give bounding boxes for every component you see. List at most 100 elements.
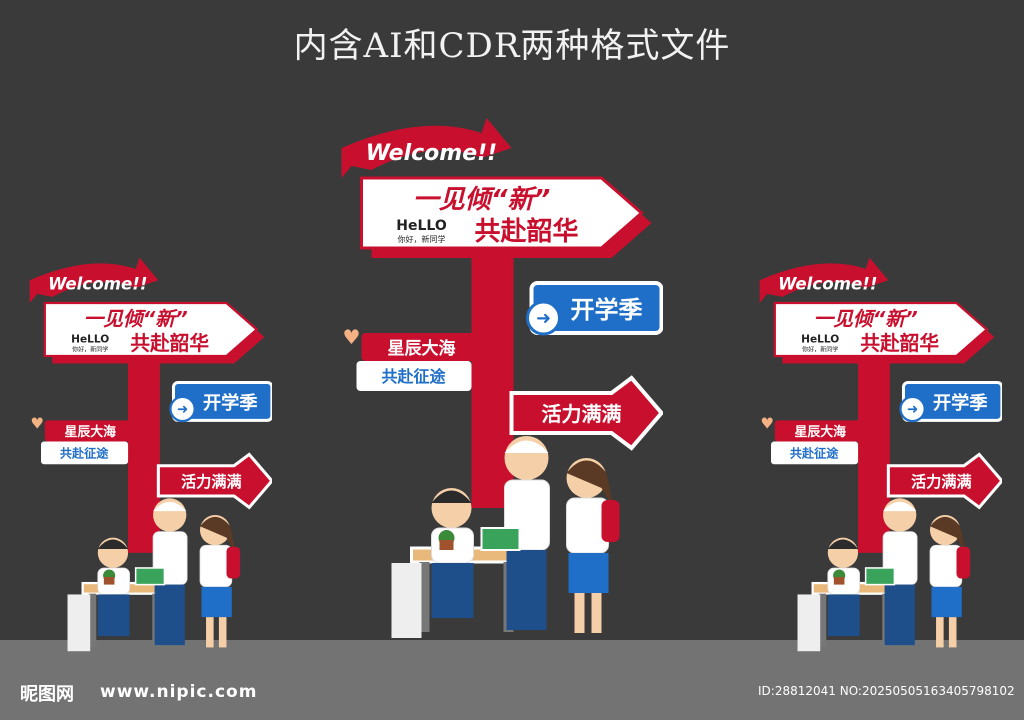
main-slogan-line2: 共赴韶华 bbox=[860, 332, 939, 355]
heart-hand-icon: ♥ bbox=[760, 415, 774, 433]
hello-text: HeLLO bbox=[801, 333, 839, 345]
student-skirt bbox=[931, 586, 962, 618]
arrow-circle-icon bbox=[169, 395, 196, 423]
student-leg bbox=[591, 593, 602, 633]
students-illustration bbox=[391, 436, 620, 638]
signpost-left: Welcome!! 一见倾“新” HeLLO 你好，新同学 共赴韶华 ➜ 开学季… bbox=[29, 257, 272, 652]
arrow-circle-icon bbox=[899, 395, 926, 423]
desk-leg bbox=[818, 593, 827, 647]
welcome-text: Welcome!! bbox=[366, 141, 497, 166]
vigor-arrow-board bbox=[509, 375, 663, 451]
signpost-graphic: Welcome!! 一见倾“新” HeLLO 你好，新同学 共赴韶华 ➜ 开学季… bbox=[759, 257, 1002, 652]
student-leg bbox=[936, 617, 944, 648]
vigor-arrow-board bbox=[886, 452, 1002, 510]
watermark-logo: 昵图网 bbox=[20, 684, 74, 705]
book-stack bbox=[134, 567, 166, 586]
student-pants bbox=[884, 584, 915, 646]
main-slogan-line2: 共赴韶华 bbox=[474, 216, 578, 247]
floor-band bbox=[0, 640, 1024, 720]
star-sea-line2: 共赴征途 bbox=[790, 445, 839, 460]
star-sea-bottom-board bbox=[356, 361, 472, 391]
arrow-circle-icon bbox=[526, 300, 561, 336]
main-slogan-line2: 共赴韶华 bbox=[130, 332, 209, 355]
star-sea-line1: 星辰大海 bbox=[65, 424, 117, 440]
main-arrow-board bbox=[773, 301, 989, 358]
student-leg bbox=[948, 617, 957, 648]
signpost-center: Welcome!! 一见倾“新” HeLLO 你好，新同学 共赴韶华 ➜ 开学季… bbox=[341, 118, 663, 638]
chair bbox=[797, 594, 821, 652]
backpack bbox=[601, 500, 620, 542]
signpost-graphic: Welcome!! 一见倾“新” HeLLO 你好，新同学 共赴韶华 ➜ 开学季… bbox=[341, 118, 663, 638]
welcome-ribbon bbox=[29, 257, 159, 303]
watermark-id: ID:28812041 NO:20250505163405798102 bbox=[758, 684, 1015, 698]
main-arrow-board bbox=[360, 176, 644, 250]
hello-text: HeLLO bbox=[396, 218, 447, 234]
student-hair bbox=[431, 490, 472, 503]
greeting-text: 你好，新同学 bbox=[802, 345, 838, 353]
student-cap bbox=[504, 440, 549, 453]
backpack bbox=[956, 546, 971, 579]
vigor-arrow-board bbox=[156, 452, 272, 510]
student-skirt bbox=[201, 586, 232, 618]
main-slogan-line1: 一见倾“新” bbox=[413, 185, 551, 215]
student-hair bbox=[97, 539, 129, 550]
welcome-ribbon bbox=[759, 257, 889, 303]
school-start-text: 开学季 bbox=[571, 296, 643, 324]
main-slogan-line1: 一见倾“新” bbox=[84, 308, 188, 331]
student-pants bbox=[97, 594, 130, 637]
student-pants bbox=[154, 584, 185, 646]
student-cap bbox=[883, 501, 917, 512]
heart-hand-icon: ♥ bbox=[343, 325, 361, 349]
welcome-ribbon bbox=[341, 118, 512, 178]
main-slogan-line1: 一见倾“新” bbox=[814, 308, 918, 331]
arrow-right-icon: ➜ bbox=[536, 308, 551, 329]
watermark-url[interactable]: www.nipic.com bbox=[100, 682, 258, 702]
hello-text: HeLLO bbox=[71, 333, 109, 345]
students-illustration bbox=[67, 498, 241, 652]
desk-leg bbox=[419, 562, 430, 632]
welcome-text: Welcome!! bbox=[778, 274, 877, 293]
star-sea-line2: 共赴征途 bbox=[60, 445, 109, 460]
arrow-right-icon: ➜ bbox=[907, 402, 918, 418]
vigor-text: 活力满满 bbox=[181, 473, 242, 491]
greeting-text: 你好，新同学 bbox=[398, 234, 446, 244]
main-arrow-board bbox=[43, 301, 259, 358]
student-hair bbox=[827, 539, 859, 550]
vigor-text: 活力满满 bbox=[911, 473, 972, 491]
star-sea-top-board bbox=[44, 420, 132, 442]
student-pants bbox=[506, 550, 547, 630]
signpost-right: Welcome!! 一见倾“新” HeLLO 你好，新同学 共赴韶华 ➜ 开学季… bbox=[759, 257, 1002, 652]
star-sea-line1: 星辰大海 bbox=[795, 424, 847, 440]
student-leg bbox=[574, 593, 585, 633]
plant-pot bbox=[833, 577, 845, 585]
book-stack bbox=[864, 567, 896, 586]
star-sea-top-board bbox=[361, 333, 477, 361]
backpack bbox=[226, 546, 241, 579]
page-title: 内含AI和CDR两种格式文件 bbox=[293, 26, 731, 66]
signpost-graphic: Welcome!! 一见倾“新” HeLLO 你好，新同学 共赴韶华 ➜ 开学季… bbox=[29, 257, 272, 652]
student-hair bbox=[929, 516, 966, 553]
book-stack bbox=[480, 527, 521, 551]
plant-pot bbox=[103, 577, 115, 585]
student-pants bbox=[431, 563, 474, 618]
star-sea-bottom-board bbox=[41, 441, 129, 465]
student-hair bbox=[199, 516, 236, 553]
chair bbox=[391, 563, 422, 638]
student-skirt bbox=[568, 553, 609, 593]
arrow-right-icon: ➜ bbox=[177, 402, 188, 418]
student-leg bbox=[206, 617, 214, 648]
school-start-text: 开学季 bbox=[933, 392, 988, 414]
school-start-text: 开学季 bbox=[203, 392, 258, 414]
welcome-text: Welcome!! bbox=[48, 274, 147, 293]
student-cap bbox=[153, 501, 187, 512]
student-hair bbox=[566, 460, 614, 508]
chair bbox=[67, 594, 91, 652]
vigor-text: 活力满满 bbox=[542, 402, 622, 426]
students-illustration bbox=[797, 498, 971, 652]
star-sea-line1: 星辰大海 bbox=[388, 338, 456, 359]
heart-hand-icon: ♥ bbox=[30, 415, 44, 433]
star-sea-line2: 共赴征途 bbox=[381, 367, 446, 386]
plant-pot bbox=[439, 540, 454, 550]
student-pants bbox=[827, 594, 860, 637]
